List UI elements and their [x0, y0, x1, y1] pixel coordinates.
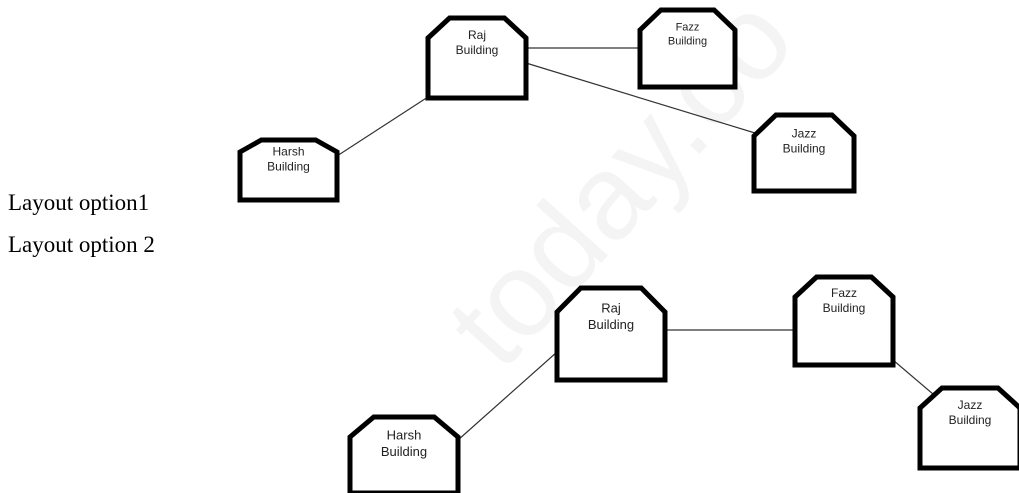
links-layer — [336, 47, 941, 441]
layout2-fazz-label-line2: Building — [823, 301, 866, 315]
nodes-layer: RajBuildingFazzBuildingHarshBuildingJazz… — [237, 7, 1019, 493]
layout1-fazz-label-line1: Fazz — [676, 22, 700, 34]
layout-option-2-caption: Layout option 2 — [8, 232, 155, 257]
layout2-link-fazz-jazz — [892, 359, 941, 401]
layout1-jazz-label-line2: Building — [783, 142, 826, 156]
layout1-jazz-house-shape — [751, 112, 857, 194]
layout2-link-harsh-raj — [457, 351, 558, 441]
layout1-harsh-label-line2: Building — [267, 160, 310, 174]
layout2-fazz-label-line1: Fazz — [831, 286, 857, 300]
layout2-raj-label-line2: Building — [588, 317, 634, 332]
layout1-raj-label-line2: Building — [456, 43, 499, 57]
layout2-raj-house-shape — [554, 285, 668, 383]
layout-option-1-caption: Layout option1 — [8, 190, 150, 215]
layout2-raj-label-line1: Raj — [601, 301, 621, 316]
layout1-link-raj-jazz — [525, 62, 756, 134]
layout1-harsh-label-line1: Harsh — [272, 145, 304, 159]
layout1-harsh-house-shape — [237, 137, 340, 203]
layout1-jazz-label-line1: Jazz — [792, 127, 817, 141]
layout1-link-harsh-raj — [336, 94, 432, 157]
layout1-fazz-house-shape — [637, 7, 738, 90]
layout1-raj-house-shape — [425, 15, 529, 101]
layout2-harsh-label-line2: Building — [381, 444, 427, 459]
layout2-jazz-house-shape — [917, 385, 1019, 471]
layout1-fazz-label-line2: Building — [668, 35, 707, 47]
layout2-harsh-house-shape — [347, 414, 461, 493]
layout1-raj-label-line1: Raj — [468, 28, 486, 42]
layout2-fazz-house-shape — [792, 274, 896, 368]
layout2-jazz-label-line2: Building — [949, 413, 992, 427]
layout2-harsh-label-line1: Harsh — [387, 428, 422, 443]
layout2-jazz-label-line1: Jazz — [958, 398, 983, 412]
